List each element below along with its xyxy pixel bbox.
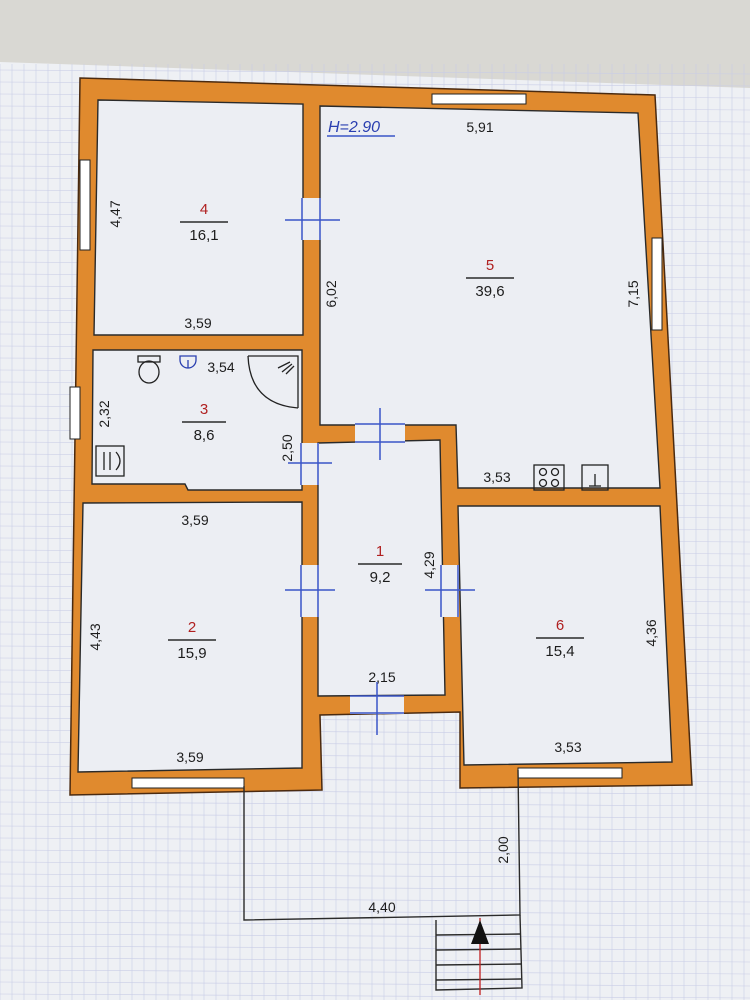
svg-text:3: 3 (200, 401, 208, 418)
svg-text:2: 2 (188, 619, 196, 636)
dim-room-3-right: 2,50 (279, 434, 295, 461)
svg-text:8,6: 8,6 (194, 427, 215, 444)
door-room-5[interactable] (355, 408, 405, 460)
stove-icon (533, 464, 565, 491)
dim-room-1-bottom: 2,15 (368, 669, 395, 685)
entrance-steps (435, 914, 523, 995)
room-6-label: 6 15,4 (536, 617, 584, 660)
dim-porch-width: 4,40 (368, 899, 395, 915)
room-6-floor (457, 505, 673, 766)
door-room-2[interactable] (285, 565, 335, 617)
dim-room-5-left: 6,02 (323, 280, 339, 307)
dim-room-3-height: 2,32 (96, 400, 112, 427)
svg-text:4: 4 (200, 201, 208, 218)
dim-porch-depth: 2,00 (495, 836, 511, 863)
dim-room-5-bottom: 3,53 (483, 469, 510, 485)
svg-text:5: 5 (486, 257, 494, 274)
room-3-floor (91, 349, 303, 491)
svg-text:15,4: 15,4 (545, 643, 574, 660)
toilet-icon (137, 355, 161, 384)
dim-room-2-height: 4,43 (87, 623, 103, 650)
svg-text:15,9: 15,9 (177, 645, 206, 662)
dim-room-2-bottom: 3,59 (176, 749, 203, 765)
window-left-room-3 (69, 386, 81, 440)
dim-room-5-top: 5,91 (466, 119, 493, 135)
dim-room-2-top: 3,59 (181, 512, 208, 528)
ceiling-height-label: H=2.90 (328, 119, 380, 136)
porch-outline (243, 769, 521, 921)
window-left-room-4 (79, 159, 91, 251)
boiler-icon (95, 445, 125, 477)
entrance-door[interactable] (350, 682, 404, 735)
svg-text:9,2: 9,2 (370, 569, 391, 586)
door-room-4[interactable] (285, 198, 340, 240)
window-bottom-room-2 (131, 777, 245, 789)
dim-room-4-width: 3,59 (184, 315, 211, 331)
svg-text:6: 6 (556, 617, 564, 634)
dim-room-6-height: 4,36 (643, 619, 659, 646)
dim-room-6-bottom: 3,53 (554, 739, 581, 755)
dim-room-4-height: 4,47 (107, 200, 123, 227)
room-2-label: 2 15,9 (168, 619, 216, 662)
shower-icon (247, 355, 299, 409)
room-3-label: 3 8,6 (182, 401, 226, 444)
door-room-3[interactable] (288, 443, 332, 485)
dim-room-1-height: 4,29 (421, 551, 437, 578)
entrance-arrow-icon (471, 920, 489, 944)
room-1-label: 1 9,2 (358, 543, 402, 586)
window-bottom-room-6 (517, 767, 623, 779)
dim-room-3-top: 3,54 (207, 359, 234, 375)
svg-text:16,1: 16,1 (189, 227, 218, 244)
window-right-room-5 (651, 237, 663, 331)
room-5-floor (319, 105, 661, 489)
svg-text:39,6: 39,6 (475, 283, 504, 300)
door-room-6[interactable] (425, 565, 475, 617)
svg-text:1: 1 (376, 543, 384, 560)
room-4-label: 4 16,1 (180, 201, 228, 244)
room-5-label: 5 39,6 (466, 257, 514, 300)
sink-icon (179, 355, 197, 369)
kitchen-sink-icon (581, 464, 609, 491)
dim-room-5-right: 7,15 (625, 280, 641, 307)
room-2-floor (77, 501, 303, 773)
room-4-floor (93, 99, 304, 336)
window-top (431, 93, 527, 105)
